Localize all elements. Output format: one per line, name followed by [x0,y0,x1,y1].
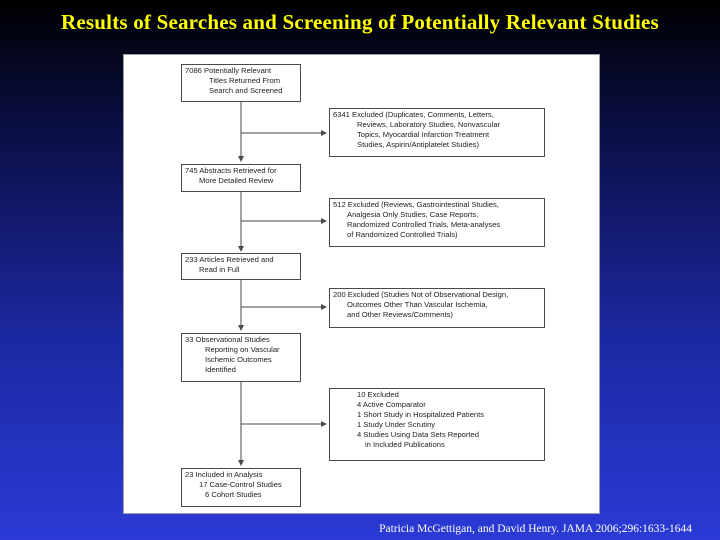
box-included-in-analysis: 23 Included in Analysis 17 Case-Control … [181,468,301,507]
box-excluded-6341: 6341 Excluded (Duplicates, Comments, Let… [329,108,545,157]
connector-lines [238,102,327,466]
box-observational-studies: 33 Observational Studies Reporting on Va… [181,333,301,382]
slide-title: Results of Searches and Screening of Pot… [61,10,659,34]
box-articles-retrieved: 233 Articles Retrieved and Read in Full [181,253,301,280]
box-excluded-200: 200 Excluded (Studies Not of Observation… [329,288,545,328]
citation: Patricia McGettigan, and David Henry. JA… [379,523,692,535]
box-excluded-10: 10 Excluded 4 Active Comparator 1 Short … [329,388,545,461]
box-excluded-512: 512 Excluded (Reviews, Gastrointestinal … [329,198,545,247]
flowchart-panel: 7086 Potentially Relevant Titles Returne… [123,54,600,514]
box-abstracts-retrieved: 745 Abstracts Retrieved for More Detaile… [181,164,301,192]
box-potentially-relevant: 7086 Potentially Relevant Titles Returne… [181,64,301,102]
